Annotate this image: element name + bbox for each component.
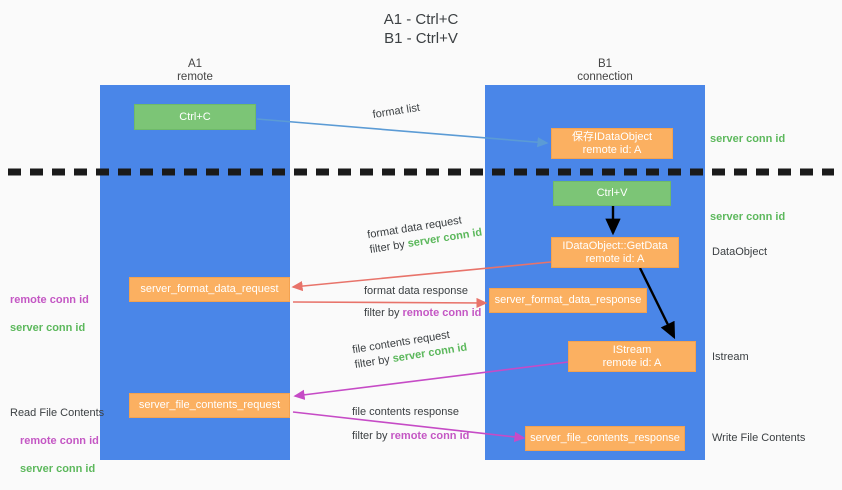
edge-label-format-data-response-line2: filter by remote conn id — [364, 307, 482, 319]
box-istream-line1: IStream — [612, 343, 652, 356]
note-read-file-contents-remote: remote conn id — [20, 435, 99, 447]
note-server-conn-id-top: server conn id — [710, 133, 786, 145]
box-server-file-contents-response[interactable]: server_file_contents_response — [525, 426, 685, 451]
lane-header-b1-sub: connection — [577, 71, 633, 83]
box-server-file-contents-request[interactable]: server_file_contents_request — [129, 393, 290, 418]
note-server-conn-id-second: server conn id — [710, 211, 786, 223]
box-idataobject-getdata-line2: remote id: A — [585, 252, 645, 265]
note-istream: Istream — [712, 351, 749, 363]
box-ctrl-v[interactable]: Ctrl+V — [553, 181, 671, 206]
note-conn-ids-upper: remote conn id server conn id — [10, 279, 89, 349]
box-server-file-contents-response-line1: server_file_contents_response — [530, 432, 680, 444]
box-server-format-data-request[interactable]: server_format_data_request — [129, 277, 290, 302]
box-ctrl-c[interactable]: Ctrl+C — [134, 104, 256, 130]
box-server-file-contents-request-line1: server_file_contents_request — [138, 399, 281, 411]
filter-word-remote-conn-id-2: remote conn id — [390, 430, 470, 442]
edge-label-file-contents-response-line2: filter by remote conn id — [352, 430, 470, 442]
note-read-file-contents: Read File Contents remote conn id server… — [10, 392, 104, 490]
box-istream[interactable]: IStream remote id: A — [568, 341, 696, 372]
note-conn-ids-upper-server: server conn id — [10, 322, 86, 334]
box-ctrl-v-line1: Ctrl+V — [596, 187, 628, 199]
box-idataobject-getdata-line1: IDataObject::GetData — [562, 239, 668, 252]
edge-label-format-list-line1: format list — [371, 101, 421, 122]
lane-header-b1-name: B1 — [597, 58, 613, 70]
box-server-format-data-response-line1: server_format_data_response — [494, 294, 642, 306]
note-read-file-contents-server: server conn id — [20, 463, 96, 475]
box-server-format-data-request-line1: server_format_data_request — [140, 283, 279, 295]
edge-label-format-data-response-line1: format data response — [364, 285, 468, 297]
edge-label-format-data-request: format data request filter by server con… — [366, 211, 483, 258]
note-write-file-contents: Write File Contents — [712, 432, 806, 444]
note-dataobject: DataObject — [712, 246, 768, 258]
box-idataobject-getdata[interactable]: IDataObject::GetData remote id: A — [551, 237, 679, 268]
box-save-idataobject-line1: 保存IDataObject — [571, 130, 653, 143]
box-server-format-data-response[interactable]: server_format_data_response — [489, 288, 647, 313]
page-title: A1 - Ctrl+C B1 - Ctrl+V — [383, 11, 459, 47]
edge-label-file-contents-request: file contents request filter by server c… — [351, 326, 468, 373]
note-conn-ids-upper-remote: remote conn id — [10, 294, 89, 306]
filter-word-remote-conn-id-1: remote conn id — [402, 307, 482, 319]
edge-label-format-list: format list — [372, 101, 421, 123]
lane-header-a1-sub: remote — [177, 71, 213, 83]
edge-label-format-data-response: format data response filter by remote co… — [364, 284, 481, 321]
box-istream-line2: remote id: A — [602, 356, 662, 369]
box-ctrl-c-line1: Ctrl+C — [179, 110, 211, 123]
edge-label-file-contents-response-line1: file contents response — [352, 406, 460, 418]
lane-header-a1: A1 remote — [130, 58, 260, 84]
lane-header-b1: B1 connection — [540, 58, 670, 84]
lane-header-a1-name: A1 — [187, 58, 203, 70]
box-save-idataobject-line2: remote id: A — [582, 143, 642, 156]
box-save-idataobject[interactable]: 保存IDataObject remote id: A — [551, 128, 673, 159]
note-read-file-contents-heading: Read File Contents — [10, 407, 105, 419]
edge-label-file-contents-response: file contents response filter by remote … — [352, 405, 469, 444]
